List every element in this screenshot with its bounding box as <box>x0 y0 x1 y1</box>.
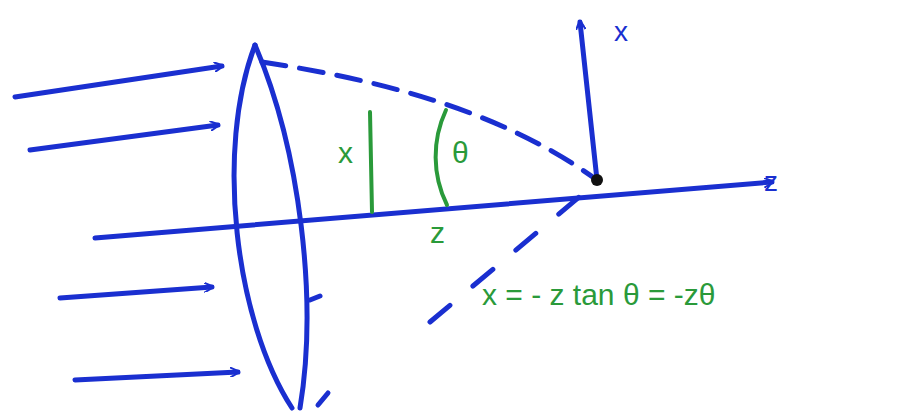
height-label: x <box>338 138 353 168</box>
light-ray <box>30 125 218 150</box>
light-ray <box>15 66 222 97</box>
axis-label: z <box>764 168 778 196</box>
axis-label: x <box>614 18 628 46</box>
focal-point <box>591 174 603 186</box>
distance-label: z <box>430 218 445 248</box>
light-ray <box>75 372 238 380</box>
angle-label: θ <box>452 138 469 168</box>
converging-ray <box>310 296 320 300</box>
x-axis <box>580 22 597 180</box>
converging-ray <box>318 393 328 405</box>
converging-ray <box>262 62 597 180</box>
formula-label: x = - z tan θ = -zθ <box>482 280 715 310</box>
lens-outline <box>255 45 307 408</box>
lens-outline <box>234 45 292 408</box>
angle-arc <box>436 110 447 205</box>
height-marker <box>370 112 372 212</box>
light-ray <box>60 287 212 298</box>
